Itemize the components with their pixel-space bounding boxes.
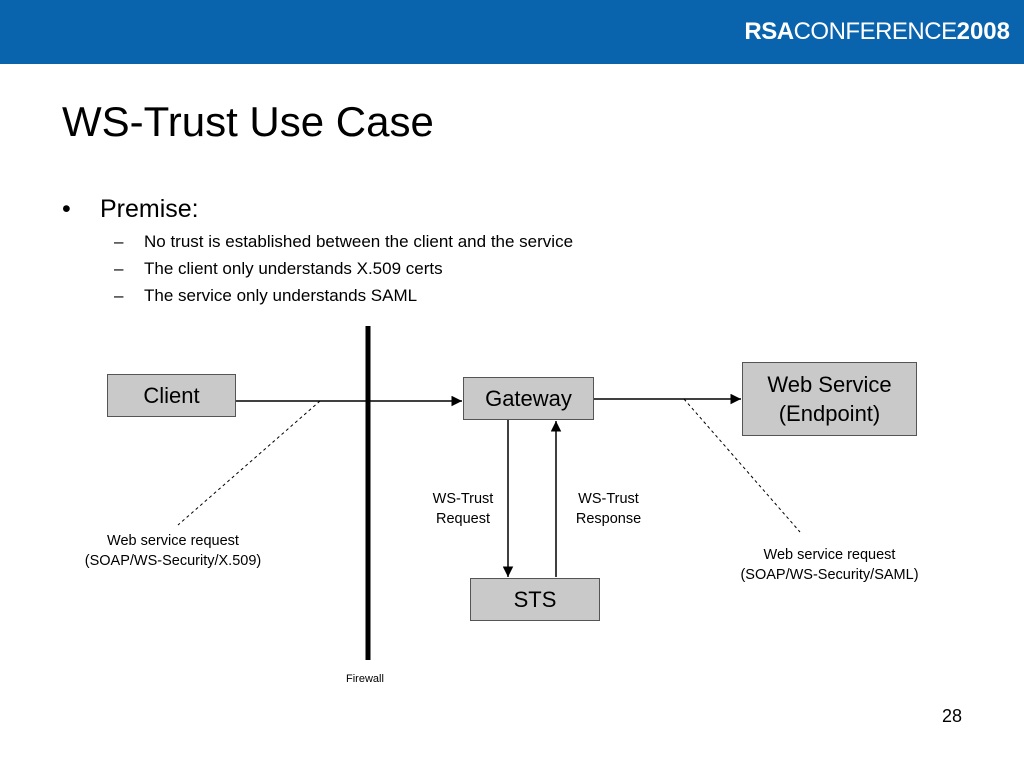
sub-bullet-list: – No trust is established between the cli…	[62, 228, 573, 309]
client-node: Client	[107, 374, 236, 417]
web-service-sublabel: (Endpoint)	[778, 401, 881, 426]
header-bar: RSACONFERENCE2008	[0, 0, 1024, 64]
brand-rsa: RSA	[744, 18, 794, 45]
bullet-list: • Premise: – No trust is established betwe…	[62, 192, 573, 309]
dash: –	[114, 232, 124, 251]
client-node-label: Client	[143, 383, 200, 408]
client-request-line2: (SOAP/WS-Security/X.509)	[84, 553, 262, 569]
ws-trust-request-line2: Request	[435, 511, 490, 527]
slide-title: WS-Trust Use Case	[62, 98, 434, 145]
sts-node: STS	[470, 578, 600, 621]
sub-bullet: – The service only understands SAML	[62, 282, 573, 309]
sub-bullet-text: The client only understands X.509 certs	[144, 259, 443, 278]
service-request-label: Web service request (SOAP/WS-Security/SA…	[712, 545, 947, 585]
page-number: 28	[941, 706, 962, 726]
ws-trust-response-label: WS-Trust Response	[561, 489, 656, 529]
sub-bullet: – No trust is established between the cli…	[62, 228, 573, 255]
client-request-line1: Web service request	[107, 533, 239, 549]
client-request-callout	[177, 400, 321, 526]
sub-bullet-text: No trust is established between the clie…	[144, 232, 574, 251]
sub-bullet: – The client only understands X.509 certs	[62, 255, 573, 282]
service-request-line2: (SOAP/WS-Security/SAML)	[740, 567, 919, 583]
ws-trust-request-line1: WS-Trust	[432, 491, 494, 507]
dash: –	[114, 286, 124, 305]
brand-year: 2008	[956, 18, 1010, 45]
firewall-label: Firewall	[346, 673, 384, 685]
ws-trust-request-label: WS-Trust Request	[418, 489, 508, 529]
ws-trust-response-line2: Response	[575, 511, 642, 527]
dash: –	[114, 259, 124, 278]
gateway-node: Gateway	[463, 377, 594, 420]
sts-node-label: STS	[513, 587, 557, 612]
bullet-symbol: •	[62, 195, 71, 223]
service-request-line1: Web service request	[763, 547, 896, 563]
web-service-label: Web Service	[767, 372, 892, 397]
rsa-conference-logo: RSACONFERENCE2008	[744, 17, 1010, 47]
ws-trust-response-line1: WS-Trust	[578, 491, 639, 507]
brand-conference: CONFERENCE	[793, 18, 958, 45]
client-request-label: Web service request (SOAP/WS-Security/X.…	[58, 531, 288, 571]
bullet-text: Premise:	[100, 195, 199, 223]
bullet-premise: • Premise: – No trust is established betwe…	[62, 192, 573, 309]
web-service-node: Web Service (Endpoint)	[742, 362, 917, 436]
gateway-node-label: Gateway	[485, 386, 572, 411]
sub-bullet-text: The service only understands SAML	[144, 286, 418, 305]
